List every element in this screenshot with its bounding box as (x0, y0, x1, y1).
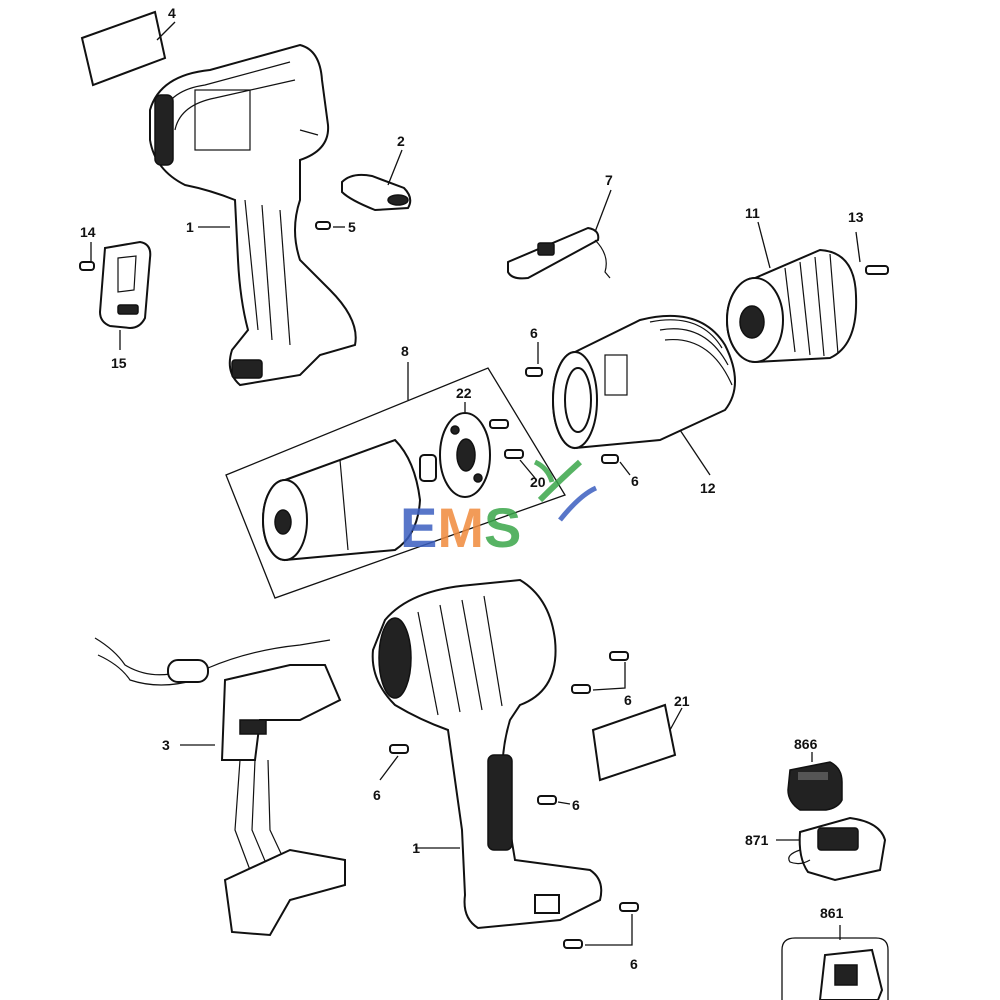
callout-6-d: 6 (373, 787, 381, 803)
callout-6-e: 6 (572, 797, 580, 813)
part-6-screw-e (537, 795, 571, 805)
callout-15: 15 (111, 355, 127, 371)
part-15-belt-clip (98, 240, 152, 330)
ems-watermark-logo: EMS (400, 459, 598, 559)
part-866-battery (787, 752, 843, 811)
watermark-letter: S (484, 496, 521, 559)
part-871-charger (776, 816, 887, 882)
callout-20: 20 (530, 474, 546, 490)
part-8-motor-assembly (225, 362, 566, 599)
callout-1-top: 1 (186, 219, 194, 235)
watermark-letter: M (437, 496, 484, 559)
callout-5: 5 (348, 219, 356, 235)
callout-6-c: 6 (624, 692, 632, 708)
part-21-label-sheet (591, 703, 683, 782)
callout-14: 14 (80, 224, 96, 240)
part-13-screw (855, 231, 889, 275)
callout-11: 11 (745, 205, 760, 221)
callout-866: 866 (794, 736, 818, 752)
callout-6-b: 6 (631, 473, 639, 489)
callout-8: 8 (401, 343, 409, 359)
callout-6-f: 6 (630, 956, 638, 972)
callout-21: 21 (674, 693, 690, 709)
callout-12: 12 (700, 480, 716, 496)
part-12-gearbox (552, 314, 736, 476)
part-6-screw-c (571, 651, 629, 694)
callout-861: 861 (820, 905, 844, 921)
callout-2: 2 (397, 133, 405, 149)
callout-6-a: 6 (530, 325, 538, 341)
callout-3: 3 (162, 737, 170, 753)
part-1-housing-lower (371, 578, 603, 930)
callout-22: 22 (456, 385, 472, 401)
part-1-housing-upper (149, 43, 357, 387)
part-4-label-sheet (80, 10, 176, 87)
part-6-screw-a (525, 342, 543, 377)
part-3-switch-assembly (94, 637, 346, 937)
part-5-pin (315, 221, 345, 230)
callout-7: 7 (605, 172, 613, 188)
callout-871: 871 (745, 832, 769, 848)
part-11-chuck (726, 221, 858, 364)
part-2-button (341, 149, 412, 212)
callout-1-bottom: 1 (412, 840, 420, 856)
watermark-letter: E (400, 496, 437, 559)
watermark-text: EMS (400, 496, 521, 559)
callout-13: 13 (848, 209, 864, 225)
part-861-case (781, 925, 889, 1000)
part-6-screw-d (379, 744, 409, 781)
callout-4: 4 (168, 5, 176, 21)
part-6-screw-f (563, 902, 639, 949)
part-14-screw (79, 242, 95, 271)
part-7-selector (507, 189, 612, 280)
part-6-screw-b (601, 454, 631, 476)
